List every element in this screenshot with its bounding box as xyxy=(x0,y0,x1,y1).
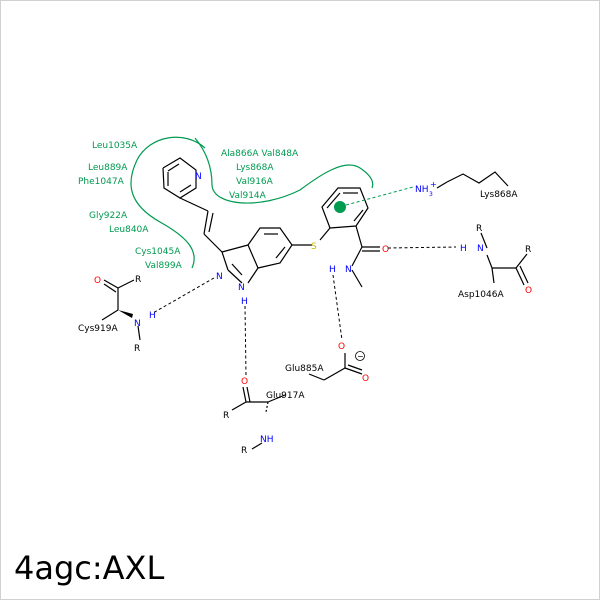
hydrophobic-label: Phe1047A xyxy=(78,177,125,187)
amide-hydrogen: H xyxy=(329,265,336,275)
cys-nitrogen: N xyxy=(134,319,141,329)
hydrophobic-label: Leu1035A xyxy=(92,141,138,151)
glu885-oxygen-b: O xyxy=(362,374,369,384)
glu917-r-n: R xyxy=(241,446,247,456)
ring-centroid-marker xyxy=(334,201,346,213)
cys-r-top: R xyxy=(135,275,141,285)
hydrophobic-labels-left: Leu1035A Leu889A Phe1047A Gly922A Leu840… xyxy=(78,141,183,271)
hbond-indazole-cys919 xyxy=(152,277,215,314)
complex-title: 4agc:AXL xyxy=(14,549,165,587)
hydrophobic-label: Leu889A xyxy=(88,163,128,173)
asp-nitrogen: N xyxy=(477,244,484,254)
hydrophobic-labels-right: Ala866A Val848A Lys868A Val916A Val914A xyxy=(221,149,299,201)
residue-glu885-label: Glu885A xyxy=(285,364,324,374)
amide-group xyxy=(351,225,380,288)
vinyl-linker xyxy=(179,197,223,253)
lysine-nitrogen: NH xyxy=(415,185,429,195)
amide-oxygen: O xyxy=(382,245,389,255)
hydrophobic-arc-left xyxy=(130,136,206,269)
sulfur-atom: S xyxy=(311,242,317,252)
hydrophobic-label: Gly922A xyxy=(89,211,128,221)
hydrophobic-label: Val914A xyxy=(229,191,267,201)
asp-hydrogen: H xyxy=(460,244,467,254)
asp-oxygen: O xyxy=(525,286,532,296)
negative-charge-circle xyxy=(355,351,365,361)
negative-charge-sign: − xyxy=(357,352,364,361)
hydrophobic-label: Leu840A xyxy=(109,225,149,235)
glu885-oxygen-a: O xyxy=(338,342,345,352)
cation-pi-contact xyxy=(345,186,414,206)
amide-nitrogen: N xyxy=(345,265,352,275)
glu917-oxygen: O xyxy=(241,377,248,387)
lys868-side-chain xyxy=(436,171,509,189)
hydrophobic-label: Val916A xyxy=(236,177,274,187)
hbond-amide-asp1046 xyxy=(387,246,457,249)
residue-cys919-label: Cys919A xyxy=(78,324,118,334)
glu917-backbone xyxy=(231,386,286,450)
cys-r-bottom: R xyxy=(134,344,140,354)
pyridine-ring xyxy=(162,157,197,199)
asp1046-backbone xyxy=(480,232,529,286)
hydrophobic-label: Ala866A Val848A xyxy=(221,149,299,159)
indazole-hydrogen: H xyxy=(241,297,248,307)
pyridine-nitrogen: N xyxy=(195,172,202,182)
residue-glu917-label: Glu917A xyxy=(266,391,305,401)
lysine-nitrogen-charge: + xyxy=(430,180,437,189)
hydrophobic-arc-right xyxy=(194,137,374,204)
asp-r-right: R xyxy=(525,245,531,255)
indazole-n1: N xyxy=(238,283,245,293)
glu885-carboxylate xyxy=(308,353,363,381)
hbond-indazole-glu917 xyxy=(244,305,247,377)
cys-hydrogen: H xyxy=(149,311,156,321)
indazole-n2: N xyxy=(216,272,223,282)
cys919-backbone xyxy=(101,279,141,341)
hydrophobic-label: Val899A xyxy=(145,261,183,271)
indazole-core xyxy=(221,227,312,284)
asp-r-top: R xyxy=(476,224,482,234)
hydrophobic-label: Lys868A xyxy=(236,163,274,173)
glu917-nitrogen: NH xyxy=(260,435,274,445)
hydrophobic-label: Cys1045A xyxy=(135,247,181,257)
residue-asp1046-label: Asp1046A xyxy=(458,290,504,300)
cys-oxygen: O xyxy=(94,276,101,286)
residue-lys868-label: Lys868A xyxy=(480,190,518,200)
lysine-nitrogen-subscript: 3 xyxy=(429,191,433,198)
glu917-r: R xyxy=(223,411,229,421)
